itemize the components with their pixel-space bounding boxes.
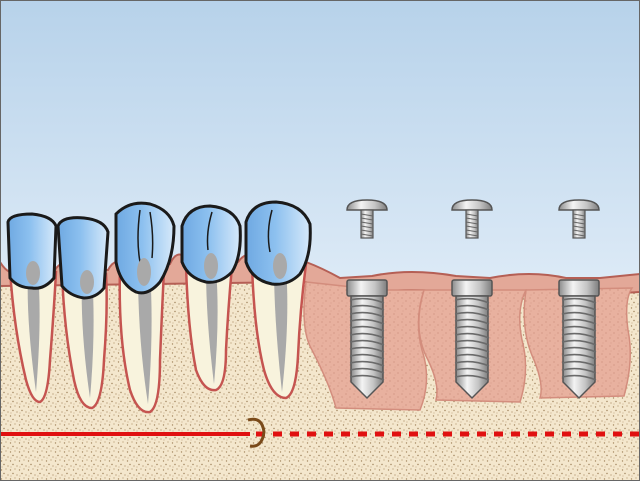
abutment-screw-head: [558, 199, 600, 211]
pulp: [27, 272, 40, 392]
screw-thread: [572, 229, 586, 233]
pulp: [274, 266, 288, 392]
implant-thread: [454, 304, 490, 311]
natural-teeth: [6, 200, 312, 414]
tooth-incisor-1: [6, 212, 58, 404]
screw-thread: [465, 225, 479, 229]
mandibular-nerve-icon: [0, 417, 640, 448]
implant-thread: [349, 311, 385, 318]
implant-thread: [349, 360, 385, 367]
implants: [346, 199, 600, 400]
implant-thread: [349, 325, 385, 332]
dental-implant-icon: [346, 199, 388, 400]
implant-thread: [454, 367, 490, 374]
enamel-groove: [206, 211, 213, 251]
implant-thread: [349, 353, 385, 360]
implant-thread: [454, 311, 490, 318]
implant-thread: [454, 332, 490, 339]
implant-thread: [561, 353, 597, 360]
pulp-top: [273, 253, 287, 279]
screw-thread: [360, 221, 374, 225]
screw-thread: [360, 225, 374, 229]
implant-thread: [349, 339, 385, 346]
pulp-top: [26, 261, 40, 285]
implant-thread: [454, 318, 490, 325]
implant-thread: [561, 346, 597, 353]
implant-thread: [561, 332, 597, 339]
implant-thread: [561, 325, 597, 332]
implant-thread: [349, 346, 385, 353]
implant-thread: [561, 367, 597, 374]
implant-thread: [561, 374, 597, 381]
enamel-groove: [267, 209, 273, 253]
abutment-screw-head: [451, 199, 493, 211]
implant-thread: [349, 318, 385, 325]
screw-thread: [465, 221, 479, 225]
pulp-top: [204, 253, 218, 279]
pulp: [138, 270, 152, 404]
implant-thread: [561, 339, 597, 346]
tooth-incisor-2: [56, 216, 110, 410]
incisor-icon: [56, 216, 110, 300]
implant-thread: [561, 360, 597, 367]
implant-thread: [349, 367, 385, 374]
premolar-icon: [180, 204, 242, 284]
implant-thread: [349, 332, 385, 339]
screw-thread: [572, 217, 586, 221]
premolar-icon: [244, 200, 312, 286]
abutment-screw-head: [346, 199, 388, 211]
screw-thread: [572, 213, 586, 217]
implant-thread: [561, 311, 597, 318]
implant-thread: [454, 374, 490, 381]
implant-thread: [349, 374, 385, 381]
screw-thread: [465, 217, 479, 221]
canine-icon: [114, 201, 176, 295]
pulp: [81, 274, 94, 398]
pulp: [206, 268, 218, 384]
screw-thread: [465, 213, 479, 217]
implant-thread: [454, 346, 490, 353]
dental-implant-icon: [558, 199, 600, 400]
screw-thread: [465, 233, 479, 237]
screw-thread: [572, 221, 586, 225]
screw-thread: [360, 217, 374, 221]
implant-thread: [561, 297, 597, 304]
implant-thread: [561, 304, 597, 311]
implant-thread: [454, 339, 490, 346]
implant-thread: [349, 304, 385, 311]
implant-thread: [454, 360, 490, 367]
tooth-premolar-2: [244, 200, 312, 400]
implant-thread: [561, 318, 597, 325]
implant-collar: [451, 279, 493, 297]
screw-thread: [572, 225, 586, 229]
implant-thread: [454, 297, 490, 304]
incisor-icon: [6, 212, 58, 290]
implant-thread: [454, 325, 490, 332]
implant-thread: [454, 353, 490, 360]
screw-thread: [360, 229, 374, 233]
screw-thread: [572, 233, 586, 237]
screw-thread: [360, 213, 374, 217]
pulp-top: [80, 270, 94, 294]
pulp-top: [137, 258, 151, 286]
screw-thread: [360, 233, 374, 237]
screw-thread: [465, 229, 479, 233]
tooth-premolar-1: [180, 204, 242, 392]
implant-collar: [558, 279, 600, 297]
implant-collar: [346, 279, 388, 297]
enamel-groove: [137, 209, 154, 263]
mental-foramen: [247, 417, 266, 448]
implant-thread: [349, 297, 385, 304]
tooth-canine: [114, 201, 176, 414]
dental-implant-icon: [451, 199, 493, 400]
